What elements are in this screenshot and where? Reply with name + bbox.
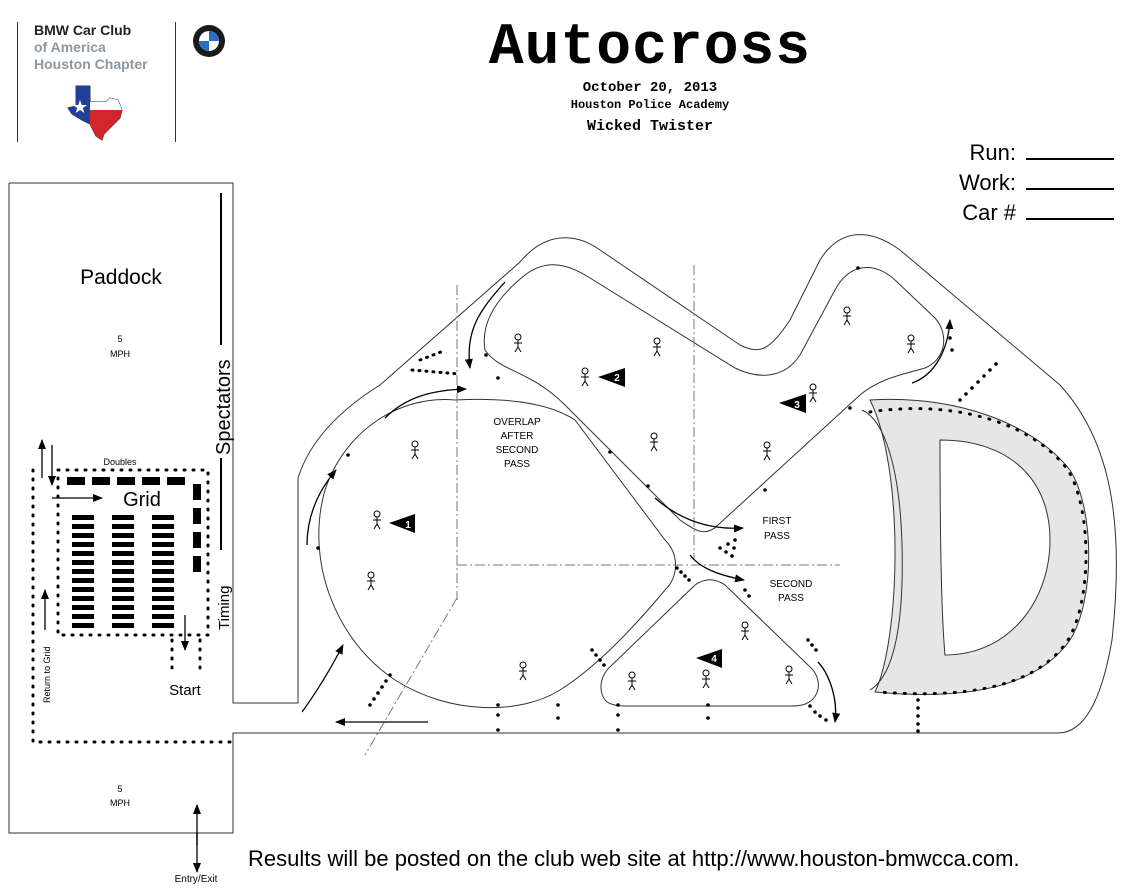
club-name-line2: of America <box>34 39 106 55</box>
second-pass-label-2: PASS <box>778 593 804 604</box>
logo-divider-left <box>17 22 18 142</box>
station-1-number: 1 <box>405 520 411 531</box>
d-cone-ring <box>868 407 1088 696</box>
first-pass-label-2: PASS <box>764 531 790 542</box>
timing-label: Timing <box>216 586 233 630</box>
left-sweeper <box>318 398 676 709</box>
page-title: Autocross <box>488 16 812 81</box>
run-blank[interactable] <box>1026 140 1114 160</box>
direction-arrows <box>38 281 954 873</box>
speed-top-value: 5 <box>117 334 122 344</box>
entry-exit-label: Entry/Exit <box>174 874 218 885</box>
results-notice: Results will be posted on the club web s… <box>248 846 1020 871</box>
return-to-grid-label: Return to Grid <box>42 646 52 703</box>
run-label: Run: <box>969 140 1016 165</box>
work-blank[interactable] <box>1026 170 1114 190</box>
station-4-number: 4 <box>711 654 717 665</box>
return-lane-dots <box>31 468 235 744</box>
bmw-roundel-logo <box>193 25 225 57</box>
logo-divider-right <box>175 22 176 142</box>
lot-boundary <box>8 183 1058 834</box>
run-field: Run: <box>914 140 1114 166</box>
track-inner-loop <box>483 264 945 533</box>
track-outer-edge <box>297 234 1117 734</box>
overlap-label-3: SECOND <box>496 445 539 456</box>
overlap-label-2: AFTER <box>501 431 534 442</box>
overlap-label-4: PASS <box>504 459 530 470</box>
doubles-bars <box>67 477 185 485</box>
centerline-diag <box>364 597 458 756</box>
station-2-number: 2 <box>614 373 620 384</box>
course-name: Wicked Twister <box>586 118 714 135</box>
grid-rows <box>72 515 174 628</box>
texas-flag-logo <box>67 85 123 141</box>
lower-island <box>600 579 819 707</box>
club-name-line1: BMW Car Club <box>34 22 132 38</box>
spectators-label: Spectators <box>213 359 235 455</box>
grid-label: Grid <box>123 489 161 511</box>
event-venue: Houston Police Academy <box>570 98 730 112</box>
work-field: Work: <box>914 170 1114 196</box>
grid-right-column <box>193 484 201 572</box>
doubles-label: Doubles <box>103 457 137 467</box>
paddock-boundary <box>9 182 299 704</box>
station-3-number: 3 <box>794 400 800 411</box>
start-label: Start <box>169 682 202 699</box>
second-pass-label-1: SECOND <box>770 579 813 590</box>
speed-bottom-value: 5 <box>117 784 122 794</box>
club-name: BMW Car Club of America Houston Chapter <box>34 22 174 73</box>
overlap-label-1: OVERLAP <box>493 417 541 428</box>
paddock-label: Paddock <box>80 266 162 289</box>
speed-bottom-unit: MPH <box>110 798 130 808</box>
car-label: Car # <box>962 200 1016 225</box>
first-pass-label-1: FIRST <box>763 516 792 527</box>
work-label: Work: <box>958 170 1016 195</box>
club-name-line3: Houston Chapter <box>34 56 148 72</box>
event-date: October 20, 2013 <box>582 80 718 96</box>
station-flags <box>389 368 806 668</box>
cones <box>316 266 998 733</box>
d-infield-hole <box>939 439 1051 656</box>
speed-top-unit: MPH <box>110 349 130 359</box>
car-field: Car # <box>914 200 1114 226</box>
grid-dots <box>56 468 210 637</box>
car-blank[interactable] <box>1026 200 1114 220</box>
course-workers <box>366 306 916 691</box>
